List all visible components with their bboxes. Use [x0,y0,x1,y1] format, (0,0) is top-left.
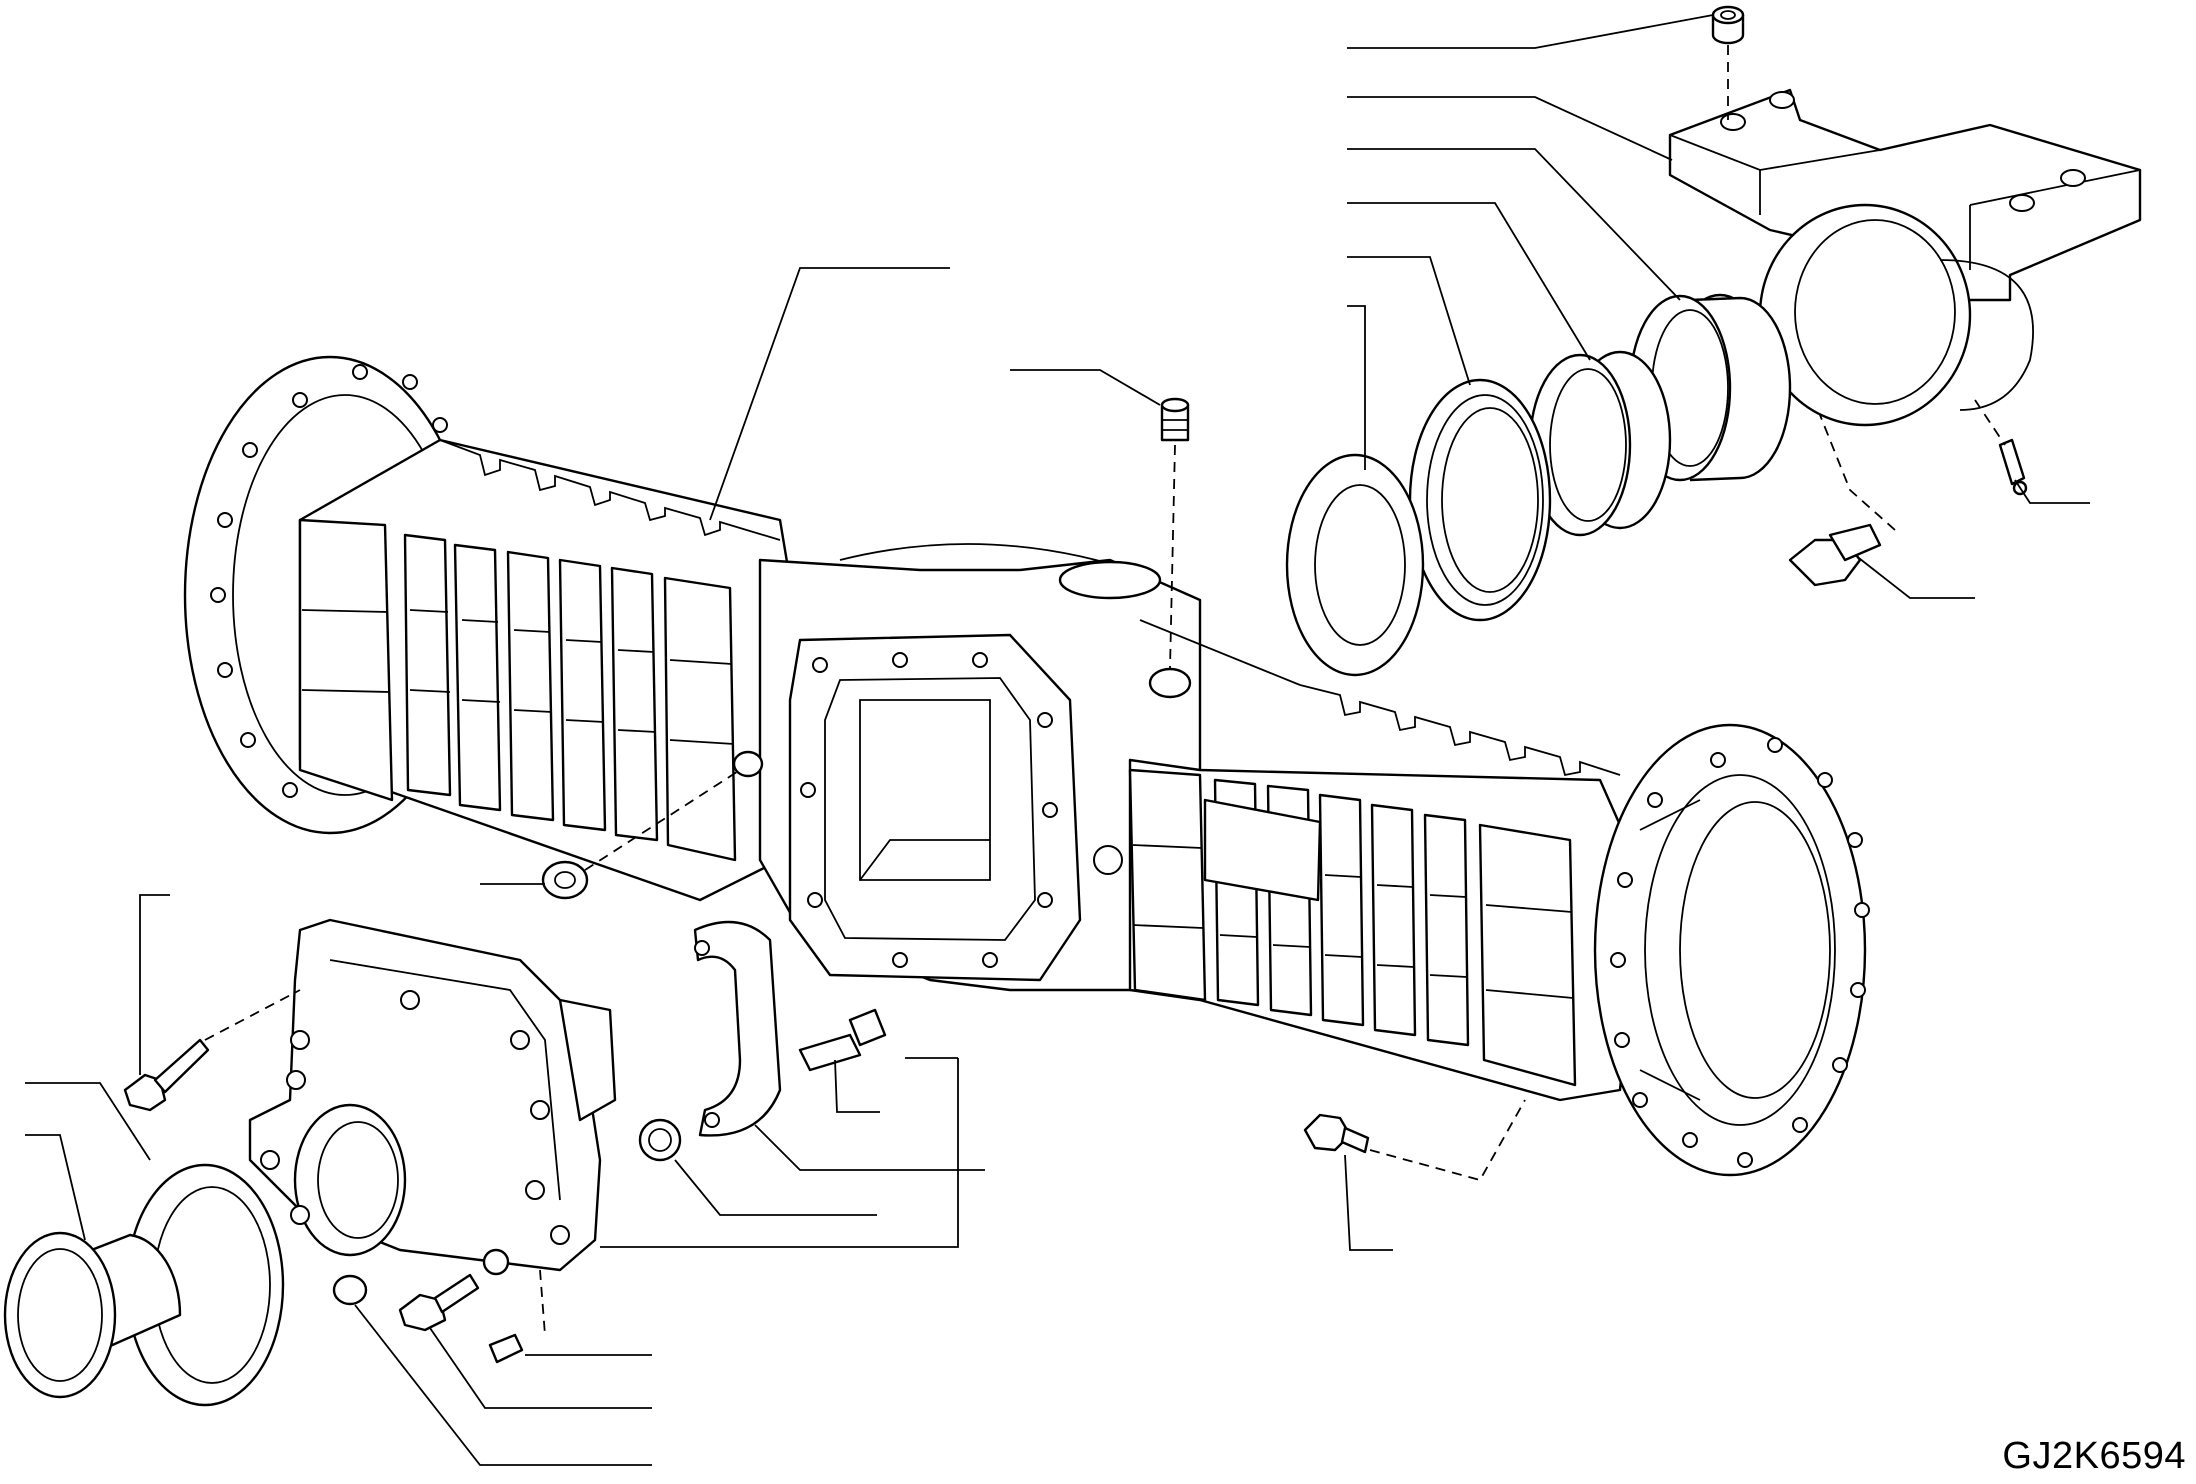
cover-bolt [123,1038,210,1112]
breather-assembly-line [1169,444,1176,669]
right-arm-top-notches [1299,684,1621,777]
data-plate [1203,798,1322,902]
drain-plug [541,860,589,900]
leader-lines [25,14,2090,1466]
breather-boss [1148,667,1192,699]
differential-cover [248,918,617,1272]
left-arm-ribs [298,518,737,862]
oil-seal-ring [125,1163,285,1407]
pin-assembly-line [539,1269,546,1336]
left-arm-top-notches [439,439,781,541]
grease-nipple [1998,438,2028,496]
wear-sleeve [3,1231,182,1399]
centre-boss [1058,560,1162,600]
side-boss [1093,845,1123,875]
flange-bolt [1303,1113,1370,1154]
lower-bolt [398,1273,480,1332]
bracket-hex-bolt [1788,523,1882,587]
cover-bolt-assembly-line [204,989,301,1041]
small-washer [482,1248,510,1276]
breather-plug [1160,397,1190,442]
small-plug [332,1274,368,1306]
drain-plug-boss [732,750,764,778]
left-flange-bolt-holes [210,364,448,798]
bearing-cap [693,920,782,1137]
nipple-assembly-line [1974,399,2006,446]
drawing-code: GJ2K6594 [2002,1435,2186,1477]
right-flange-bolt-holes [1610,737,1870,1168]
right-arm-top-edge [1139,619,1301,686]
bracket-bushing [1711,5,1745,45]
trunnion-bracket [1668,88,2142,427]
seal-ring [1408,378,1552,622]
right-axle-flange [1593,723,1870,1177]
axle-housing [183,355,1870,1177]
thrust-washer [1285,453,1425,677]
outer-sleeve [1628,293,1792,482]
dowel-pin [488,1333,524,1364]
cap-bolt [798,1008,887,1072]
drain-assembly-line [584,769,741,871]
bolt-assembly-line [1819,414,1896,531]
inner-sleeve [1528,350,1672,537]
differential-cover-opening [788,633,1082,982]
flange-bolt-assembly-line [1369,1099,1526,1182]
cap-bushing [638,1118,682,1162]
cover-bolt-holes [800,652,1058,968]
